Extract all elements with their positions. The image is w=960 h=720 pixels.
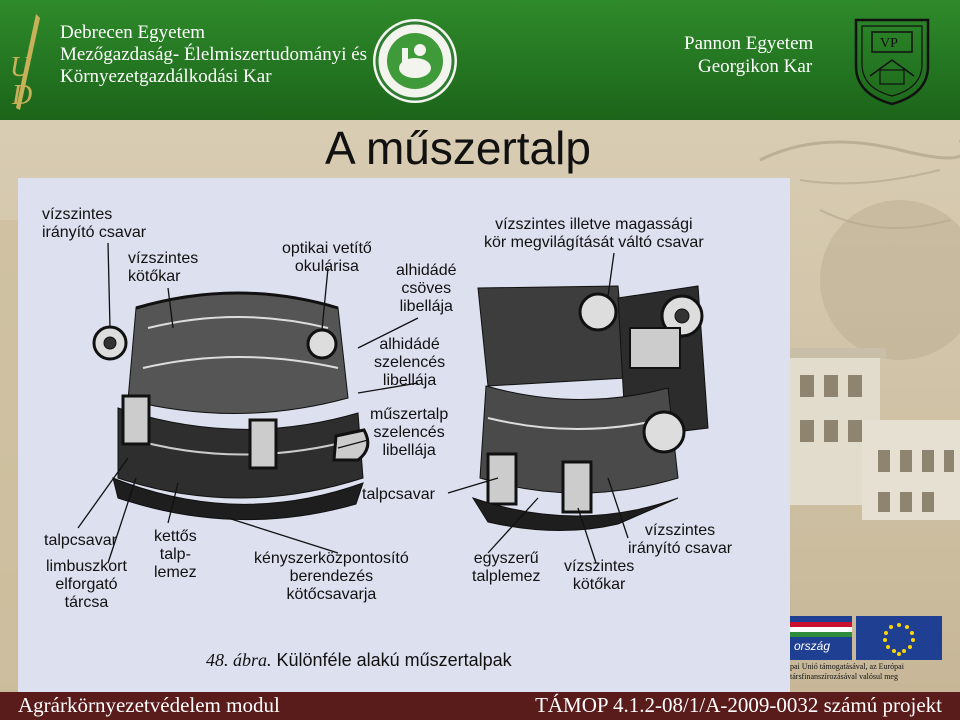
label-line: talp-: [159, 546, 191, 563]
header-right-line: Pannon Egyetem: [684, 33, 814, 54]
leader-lines: [77, 242, 629, 564]
eu-support-note: pai Unió támogatásával, az Európai társf…: [790, 662, 904, 681]
label-limbuszkort: limbuszkort elforgató tárcsa: [46, 558, 127, 612]
svg-text:U: U: [10, 52, 32, 83]
hungary-flag-icon: ország: [790, 616, 852, 660]
label-line: vízszintes: [128, 250, 199, 267]
figure-caption-text: Különféle alakú műszertalpak: [271, 650, 512, 670]
label-line: egyszerű: [473, 550, 539, 567]
label-optikai-vetito: optikai vetítő okulárisa: [282, 240, 372, 276]
background-illustration: [0, 140, 960, 690]
label-line: irányító csavar: [628, 540, 733, 557]
header-left-text: Debrecen Egyetem Mezőgazdaság- Élelmisze…: [60, 22, 367, 88]
label-line: lemez: [154, 564, 197, 581]
eu-flag-icon: [856, 616, 942, 660]
label-line: kötőkar: [128, 268, 181, 285]
label-line: elforgató: [55, 576, 118, 593]
figure-caption: 48. ábra. Különféle alakú műszertalpak: [206, 650, 512, 671]
header-band: U D Debrecen Egyetem Mezőgazdaság- Élelm…: [0, 0, 960, 120]
label-line: tárcsa: [64, 594, 109, 611]
label-line: limbuszkort: [46, 558, 127, 575]
footer-project-id: TÁMOP 4.1.2-08/1/A-2009-0032 számú proje…: [535, 693, 942, 717]
hungary-logo-text: ország: [794, 639, 830, 653]
label-line: kötőcsavarja: [286, 586, 377, 603]
label-egyszeru-talplemez: egyszerű talplemez: [472, 550, 540, 586]
label-line: berendezés: [289, 568, 374, 585]
label-line: optikai vetítő: [282, 240, 372, 257]
svg-text:D: D: [11, 80, 32, 111]
label-line: vízszintes: [564, 558, 635, 575]
label-line: csöves: [401, 280, 452, 297]
label-line: kettős: [154, 528, 197, 545]
label-alhidade-szelences: alhidádé szelencés libellája: [374, 336, 445, 390]
label-line: vízszintes illetve magassági: [495, 216, 693, 233]
label-line: kényszerközpontosító: [254, 550, 409, 567]
label-vizszintes-iranyito-csavar-2: vízszintes irányító csavar: [628, 522, 732, 558]
label-kor-megvilagitas: vízszintes illetve magassági kör megvilá…: [484, 216, 704, 252]
label-line: irányító csavar: [42, 224, 147, 241]
label-vizszintes-iranyito-csavar-1: vízszintes irányító csavar: [42, 206, 146, 242]
figure-caption-number: 48. ábra.: [206, 650, 272, 670]
header-right-line: Georgikon Kar: [698, 56, 813, 77]
header-left-line: Környezetgazdálkodási Kar: [60, 66, 272, 87]
label-line: talplemez: [472, 568, 541, 585]
header-right-text: Pannon Egyetem Georgikon Kar: [684, 32, 813, 78]
label-alhidade-csoves: alhidádé csöves libellája: [396, 262, 457, 316]
instrument-drawing: [77, 242, 709, 564]
label-kettos-talplemez: kettős talp- lemez: [154, 528, 197, 582]
faculty-seal-icon: [373, 19, 457, 103]
label-line: libellája: [399, 298, 453, 315]
label-line: alhidádé: [379, 336, 440, 353]
hungary-logo: ország: [790, 616, 852, 660]
label-vizszintes-kotokar-2: vízszintes kötőkar: [564, 558, 634, 594]
label-line: vízszintes: [42, 206, 113, 223]
label-line: műszertalp: [370, 406, 449, 423]
label-talpcsavar-left: talpcsavar: [44, 532, 117, 550]
label-line: libellája: [382, 442, 436, 459]
label-line: szelencés: [374, 354, 446, 371]
label-vizszintes-kotokar-1: vízszintes kötőkar: [128, 250, 198, 286]
label-kenyszerkozpontosito: kényszerközpontosító berendezés kötőcsav…: [254, 550, 409, 604]
label-line: kör megvilágítását váltó csavar: [484, 234, 704, 251]
label-line: kötőkar: [572, 576, 626, 593]
label-talpcsavar-right: talpcsavar: [362, 486, 435, 504]
label-line: okulárisa: [294, 258, 359, 275]
left-instrument: [92, 291, 370, 521]
label-line: talpcsavar: [362, 486, 435, 503]
slide-title: A műszertalp: [325, 122, 591, 174]
eu-logo: [856, 616, 942, 660]
label-line: alhidádé: [396, 262, 457, 279]
label-line: vízszintes: [644, 522, 716, 539]
label-line: szelencés: [373, 424, 445, 441]
header-left-line: Debrecen Egyetem: [60, 22, 206, 43]
footer-band: Agrárkörnyezetvédelem modul TÁMOP 4.1.2-…: [0, 692, 960, 720]
label-line: libellája: [382, 372, 437, 389]
header-left-line: Mezőgazdaság- Élelmiszertudományi és: [60, 44, 368, 65]
university-seal-icon: VP: [854, 18, 930, 106]
figure-panel: vízszintes irányító csavar vízszintes kö…: [18, 178, 790, 692]
label-line: talpcsavar: [44, 532, 117, 549]
ud-logo-icon: U D: [10, 14, 40, 111]
footer-module-name: Agrárkörnyezetvédelem modul: [18, 693, 280, 717]
right-instrument: [471, 285, 709, 531]
label-muszertalp-szelences: műszertalp szelencés libellája: [370, 406, 448, 460]
svg-text:VP: VP: [880, 36, 898, 51]
